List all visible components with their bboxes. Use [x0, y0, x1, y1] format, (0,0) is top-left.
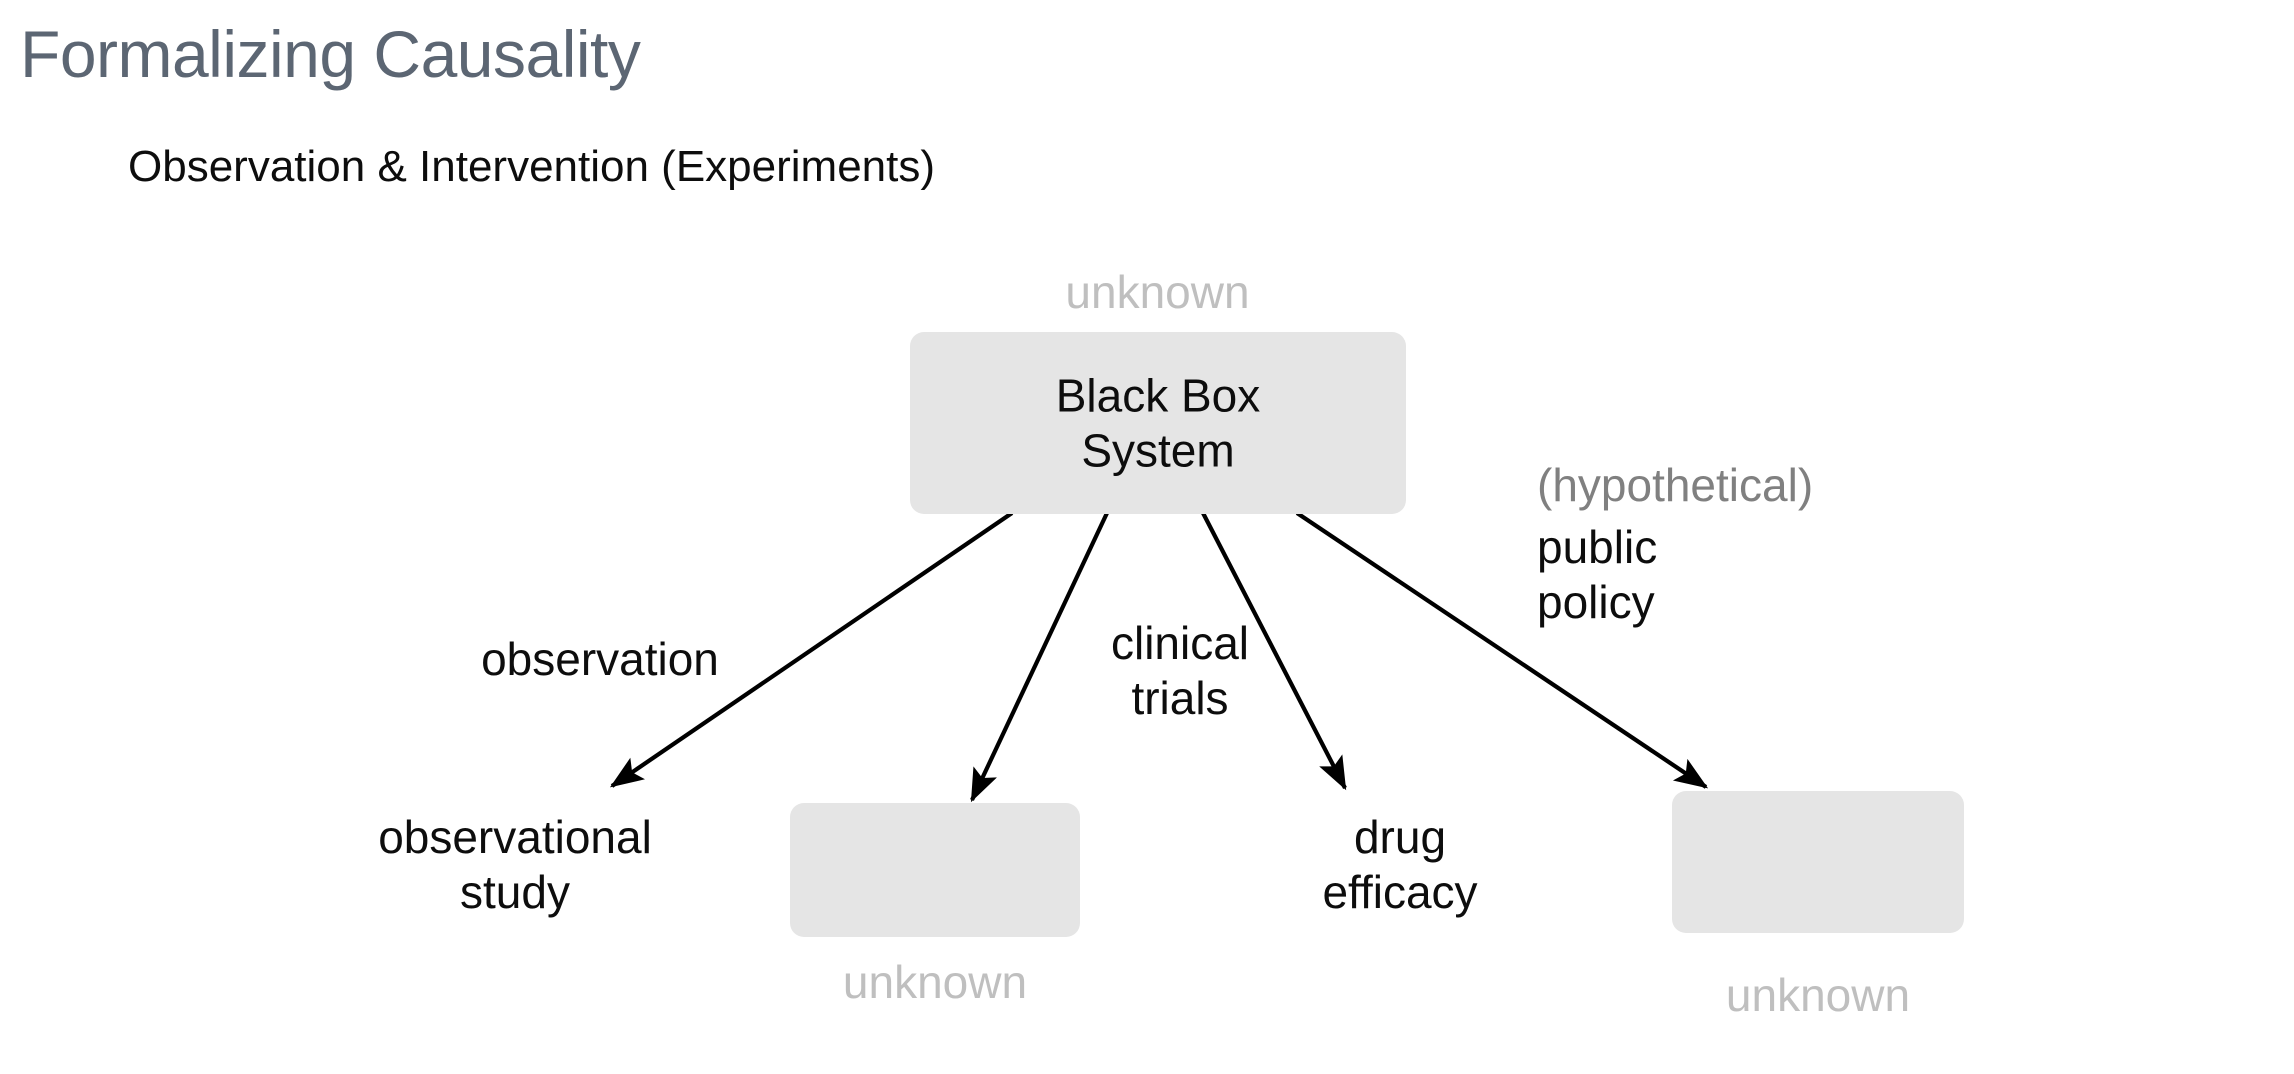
leaf-caption-unknown-center: unknown	[842, 956, 1028, 1008]
leaf-caption-unknown-right: unknown	[1725, 969, 1911, 1021]
edge-label-public-policy: public policy	[1537, 521, 1658, 628]
leaf-box-unknown-center[interactable]	[790, 803, 1080, 937]
edge-label-observation: observation	[481, 633, 719, 685]
slide-subtitle: Observation & Intervention (Experiments)	[128, 142, 936, 191]
leaf-drug-efficacy: drug efficacy	[1322, 811, 1478, 918]
page-title: Formalizing Causality	[20, 17, 641, 91]
root-caption-unknown: unknown	[1065, 266, 1250, 318]
hypothetical-note: (hypothetical)	[1537, 459, 1814, 511]
node-black-box-system[interactable]: Black Box System	[910, 332, 1406, 514]
leaf-box-unknown-right[interactable]	[1672, 791, 1964, 933]
node-black-box-system-label: Black Box System	[1055, 369, 1261, 476]
leaf-observational-study: observational study	[378, 811, 652, 918]
edge-label-clinical-trials: clinical trials	[1110, 617, 1250, 724]
